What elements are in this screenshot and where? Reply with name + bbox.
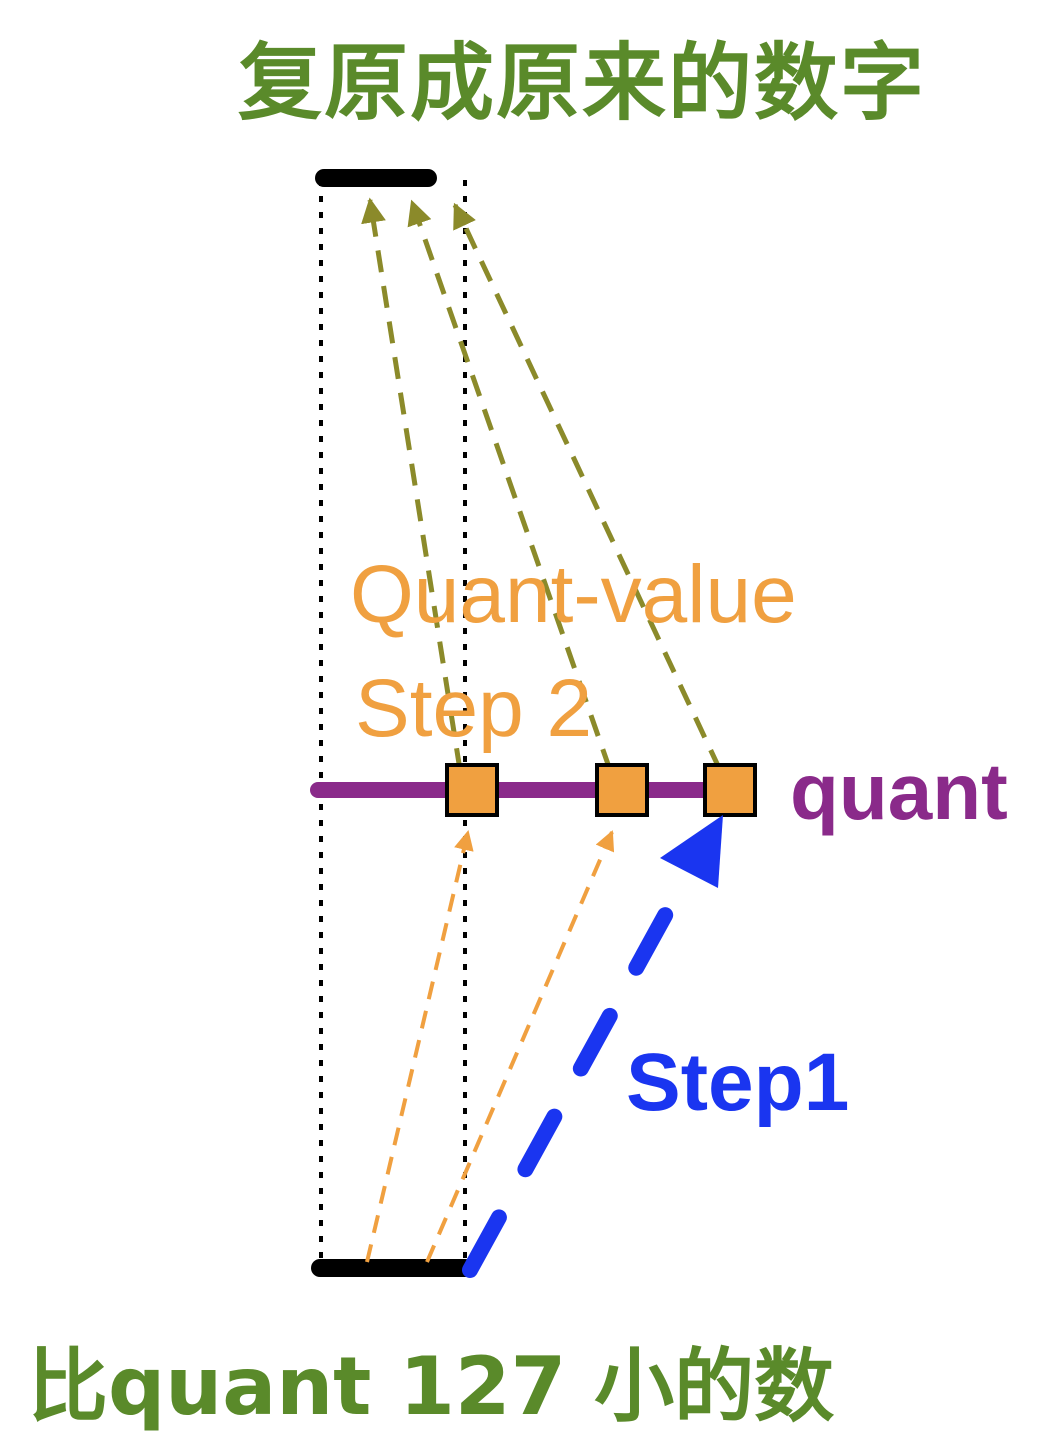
label-quant-value: Quant-value bbox=[350, 549, 797, 640]
quant-point-3 bbox=[703, 763, 757, 817]
orange-arrow-2 bbox=[425, 830, 615, 1263]
step1-arrow-shaft bbox=[462, 862, 698, 1278]
quant-point-1 bbox=[445, 763, 499, 817]
label-quant: quant bbox=[790, 747, 1008, 836]
olive-arrow-1 bbox=[361, 197, 463, 771]
title-top: 复原成原来的数字 bbox=[238, 34, 927, 132]
quant-point-2 bbox=[595, 763, 649, 817]
label-step2: Step 2 bbox=[355, 663, 593, 754]
label-step1: Step1 bbox=[626, 1037, 850, 1128]
olive-arrow-2 bbox=[407, 199, 613, 771]
step1-arrowhead bbox=[660, 815, 723, 888]
title-bottom: 比quant 127 小的数 bbox=[28, 1340, 835, 1433]
olive-arrow-3 bbox=[452, 202, 723, 772]
orange-arrow-1 bbox=[365, 830, 474, 1263]
